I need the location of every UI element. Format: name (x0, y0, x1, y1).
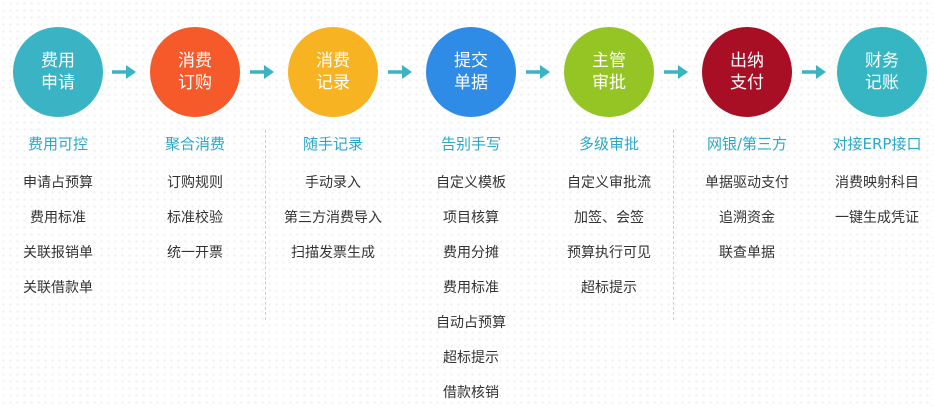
process-flow: 费用 申请 费用可控 申请占预算 费用标准 关联报销单 关联借款单 消费 订购 … (0, 27, 934, 401)
step-name-line2: 审批 (592, 73, 626, 93)
divider (673, 130, 674, 320)
list-item: 消费映射科目 (835, 175, 919, 191)
step-circle: 提交 单据 (426, 27, 516, 117)
divider (265, 130, 266, 320)
list-item: 超标提示 (443, 350, 499, 366)
step-name-line1: 主管 (592, 51, 626, 71)
list-item: 订购规则 (167, 175, 223, 191)
step-name-line2: 支付 (730, 73, 764, 93)
list-item: 借款核销 (443, 385, 499, 401)
list-item: 费用标准 (30, 210, 86, 226)
step-name-line2: 记录 (316, 73, 350, 93)
list-item: 费用分摊 (443, 245, 499, 261)
step-circle: 主管 审批 (564, 27, 654, 117)
step-heading: 多级审批 (578, 135, 639, 153)
list-item: 申请占预算 (23, 175, 93, 191)
list-item: 自定义审批流 (567, 175, 651, 191)
step-name-line2: 单据 (454, 73, 488, 93)
step-heading: 告别手写 (440, 135, 501, 153)
list-item: 加签、会签 (574, 210, 644, 226)
feature-list: 手动录入 第三方消费导入 扫描发票生成 (258, 173, 408, 278)
list-item: 项目核算 (443, 210, 499, 226)
arrow-right-icon (388, 65, 412, 79)
list-item: 关联报销单 (23, 245, 93, 261)
list-item: 关联借款单 (23, 280, 93, 296)
step-name-line1: 提交 (454, 51, 488, 71)
feature-list: 申请占预算 费用标准 关联报销单 关联借款单 (0, 173, 133, 313)
feature-list: 订购规则 标准校验 统一开票 (120, 173, 270, 278)
step-circle: 出纳 支付 (702, 27, 792, 117)
step-heading: 聚合消费 (164, 135, 225, 153)
step-heading: 随手记录 (302, 135, 363, 153)
list-item: 标准校验 (167, 210, 223, 226)
step-name-line2: 记账 (865, 73, 899, 93)
step-circle: 费用 申请 (13, 27, 103, 117)
list-item: 联查单据 (719, 245, 775, 261)
list-item: 超标提示 (581, 280, 637, 296)
arrow-right-icon (112, 65, 136, 79)
step-name-line1: 财务 (865, 51, 899, 71)
step-circle: 消费 订购 (150, 27, 240, 117)
arrow-right-icon (664, 65, 688, 79)
step-circle: 消费 记录 (288, 27, 378, 117)
arrow-right-icon (802, 65, 826, 79)
list-item: 手动录入 (305, 175, 361, 191)
feature-list: 自定义模板 项目核算 费用分摊 费用标准 自动占预算 超标提示 借款核销 (396, 173, 546, 418)
step-name-line1: 消费 (178, 51, 212, 71)
step-name-line1: 出纳 (730, 51, 764, 71)
list-item: 费用标准 (443, 280, 499, 296)
arrow-right-icon (526, 65, 550, 79)
list-item: 单据驱动支付 (705, 175, 789, 191)
step-name-line2: 订购 (178, 73, 212, 93)
step-name-line1: 消费 (316, 51, 350, 71)
list-item: 自动占预算 (436, 315, 506, 331)
step-heading: 网银/第三方 (706, 135, 788, 153)
list-item: 统一开票 (167, 245, 223, 261)
list-item: 自定义模板 (436, 175, 506, 191)
step-name-line1: 费用 (41, 51, 75, 71)
list-item: 第三方消费导入 (284, 210, 382, 226)
feature-list: 单据驱动支付 追溯资金 联查单据 (672, 173, 822, 278)
feature-list: 自定义审批流 加签、会签 预算执行可见 超标提示 (534, 173, 684, 313)
list-item: 追溯资金 (719, 210, 775, 226)
step-heading: 对接ERP接口 (832, 135, 922, 153)
list-item: 扫描发票生成 (291, 245, 375, 261)
arrow-right-icon (250, 65, 274, 79)
list-item: 一键生成凭证 (835, 210, 919, 226)
step-circle: 财务 记账 (837, 27, 927, 117)
step-heading: 费用可控 (27, 135, 88, 153)
list-item: 预算执行可见 (567, 245, 651, 261)
feature-list: 消费映射科目 一键生成凭证 (814, 173, 934, 243)
step-name-line2: 申请 (41, 73, 75, 93)
